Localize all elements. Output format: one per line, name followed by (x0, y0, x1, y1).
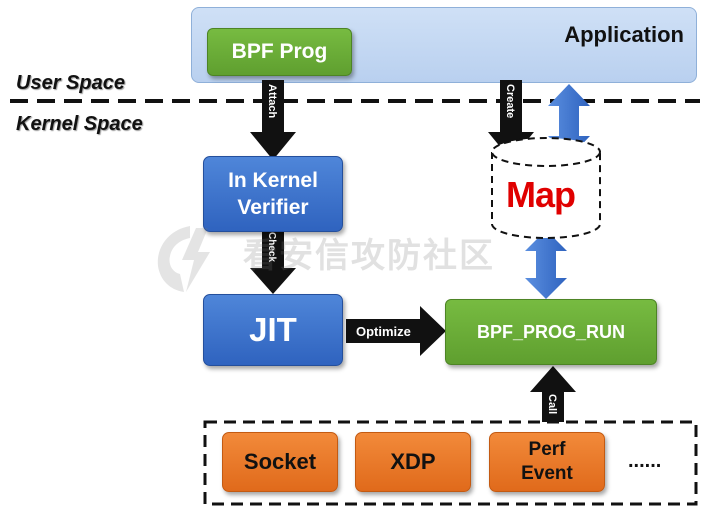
socket-box: Socket (222, 432, 338, 492)
socket-label: Socket (243, 449, 317, 474)
watermark-bolt-icon (157, 226, 210, 292)
more-events-ellipsis: ...... (628, 450, 662, 472)
optimize-arrow (346, 306, 446, 356)
bpf-prog-box: BPF Prog (207, 28, 352, 76)
call-arrow (530, 366, 576, 422)
create-label: Create (504, 84, 516, 119)
verifier-box: In Kernel Verifier (203, 156, 343, 232)
verifier-label-line1: In Kernel (228, 168, 318, 192)
perf-label-line2: Event (521, 463, 573, 484)
attach-label: Attach (266, 84, 278, 119)
map-cylinder (491, 137, 601, 239)
attach-arrow (250, 80, 296, 160)
check-label: Check (266, 232, 277, 263)
bpf-prog-label: BPF Prog (231, 40, 328, 63)
bpf-prog-run-label: BPF_PROG_RUN (476, 321, 626, 342)
jit-box: JIT (203, 294, 343, 366)
jit-label: JIT (249, 311, 297, 348)
kernel-space-label: Kernel Space (16, 113, 143, 135)
perf-label-line1: Perf (528, 439, 566, 461)
xdp-label: XDP (390, 449, 436, 474)
map-label: Map (506, 174, 576, 215)
user-space-label: User Space (16, 72, 125, 94)
event-group-border (203, 420, 698, 506)
perf-event-box: Perf Event (489, 432, 605, 492)
bpf-prog-run-box: BPF_PROG_RUN (445, 299, 657, 365)
optimize-label: Optimize (356, 324, 411, 339)
map-run-double-arrow (525, 230, 567, 299)
check-arrow (250, 230, 296, 294)
call-label: Call (546, 394, 558, 415)
xdp-box: XDP (355, 432, 471, 492)
verifier-label-line2: Verifier (237, 196, 309, 219)
watermark-text: 看安信攻防社区 (243, 236, 495, 276)
application-title: Application (564, 22, 684, 47)
